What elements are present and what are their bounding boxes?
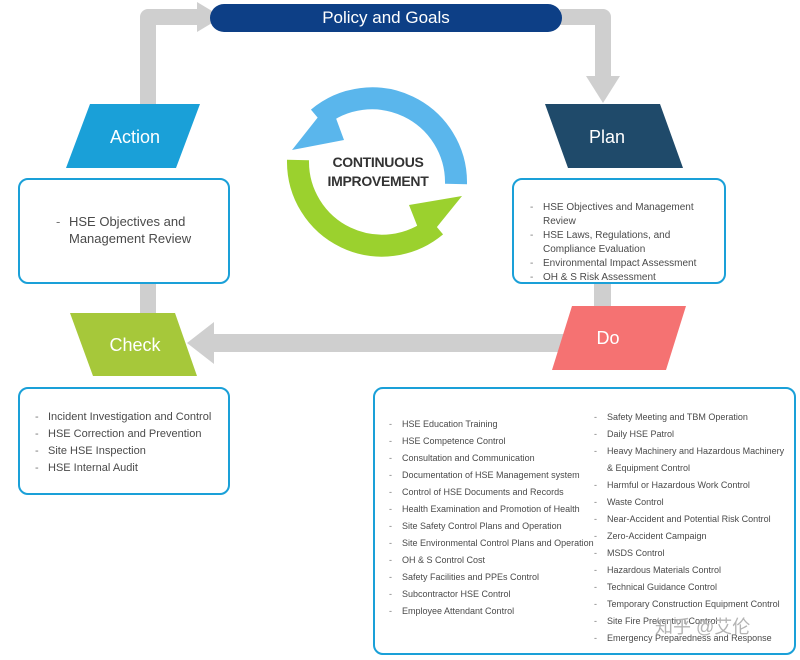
do-item: Documentation of HSE Management system bbox=[389, 467, 599, 484]
connector-action-to-policy bbox=[140, 9, 200, 104]
do-item: Consultation and Communication bbox=[389, 450, 599, 467]
do-items-right: Safety Meeting and TBM Operation Daily H… bbox=[594, 409, 786, 647]
cycle-arrowhead-blue bbox=[292, 102, 344, 150]
do-item: Health Examination and Promotion of Heal… bbox=[389, 501, 599, 518]
ci-line-1: CONTINUOUS bbox=[332, 154, 424, 170]
cycle-arrow-blue bbox=[310, 87, 468, 185]
do-item: Site Fire Prevention Control bbox=[594, 613, 786, 630]
watermark: 知乎 @艾伦 bbox=[655, 617, 751, 637]
do-item: Temporary Construction Equipment Control bbox=[594, 596, 786, 613]
plan-item: OH & S Risk Assessment bbox=[530, 271, 720, 285]
do-shape bbox=[552, 306, 686, 370]
policy-bar bbox=[210, 4, 562, 32]
do-box: HSE Education Training HSE Competence Co… bbox=[373, 387, 796, 655]
do-item: HSE Competence Control bbox=[389, 433, 599, 450]
check-item: HSE Correction and Prevention bbox=[35, 426, 230, 443]
do-item: MSDS Control bbox=[594, 545, 786, 562]
connector-check-to-action bbox=[140, 284, 156, 314]
check-item: Site HSE Inspection bbox=[35, 443, 230, 460]
cycle-icon bbox=[286, 87, 468, 257]
do-item: Safety Facilities and PPEs Control bbox=[389, 569, 599, 586]
do-item: Employee Attendant Control bbox=[389, 603, 599, 620]
check-item: HSE Internal Audit bbox=[35, 460, 230, 477]
action-box: HSE Objectives and Management Review bbox=[18, 178, 230, 284]
do-items-left: HSE Education Training HSE Competence Co… bbox=[389, 416, 599, 620]
plan-box: HSE Objectives and Management Review HSE… bbox=[512, 178, 726, 285]
connector-policy-to-plan bbox=[560, 9, 611, 78]
check-box: Incident Investigation and Control HSE C… bbox=[18, 387, 230, 495]
do-item: Hazardous Materials Control bbox=[594, 562, 786, 579]
do-item: Harmful or Hazardous Work Control bbox=[594, 477, 786, 494]
check-items: Incident Investigation and Control HSE C… bbox=[35, 409, 230, 477]
ci-line-2: IMPROVEMENT bbox=[327, 173, 429, 189]
do-item: Zero-Accident Campaign bbox=[594, 528, 786, 545]
action-items: HSE Objectives and Management Review bbox=[56, 213, 226, 247]
policy-title: Policy and Goals bbox=[322, 8, 450, 27]
do-item: Site Environmental Control Plans and Ope… bbox=[389, 535, 599, 552]
do-item: Technical Guidance Control bbox=[594, 579, 786, 596]
do-item: Near-Accident and Potential Risk Control bbox=[594, 511, 786, 528]
connector-do-to-check bbox=[210, 334, 570, 352]
action-item: HSE Objectives and Management Review bbox=[56, 213, 226, 247]
plan-item: Environmental Impact Assessment bbox=[530, 257, 720, 271]
connector-arrowhead-check bbox=[187, 322, 214, 364]
continuous-improvement-label: CONTINUOUS IMPROVEMENT bbox=[318, 153, 438, 191]
connector-arrowhead-plan bbox=[586, 76, 620, 103]
plan-item: HSE Laws, Regulations, and Compliance Ev… bbox=[530, 229, 720, 257]
plan-label: Plan bbox=[589, 127, 625, 147]
do-item: Heavy Machinery and Hazardous Machinery … bbox=[594, 443, 786, 477]
cycle-arrow-green bbox=[286, 159, 444, 257]
do-item: Emergency Preparedness and Response bbox=[594, 630, 786, 647]
check-label: Check bbox=[109, 335, 161, 355]
connector-arrowhead-policy bbox=[197, 2, 222, 32]
plan-items: HSE Objectives and Management Review HSE… bbox=[530, 201, 720, 285]
do-item: Control of HSE Documents and Records bbox=[389, 484, 599, 501]
connector-plan-to-do bbox=[594, 284, 611, 312]
plan-shape bbox=[545, 104, 683, 168]
do-item: Daily HSE Patrol bbox=[594, 426, 786, 443]
do-item: Site Safety Control Plans and Operation bbox=[389, 518, 599, 535]
check-shape bbox=[70, 313, 197, 376]
do-item: Waste Control bbox=[594, 494, 786, 511]
cycle-arrowhead-green bbox=[409, 196, 462, 243]
action-label: Action bbox=[110, 127, 160, 147]
do-item: OH & S Control Cost bbox=[389, 552, 599, 569]
plan-item: HSE Objectives and Management Review bbox=[530, 201, 720, 229]
do-label: Do bbox=[596, 328, 619, 348]
action-shape bbox=[66, 104, 200, 168]
check-item: Incident Investigation and Control bbox=[35, 409, 230, 426]
do-item: Subcontractor HSE Control bbox=[389, 586, 599, 603]
do-item: Safety Meeting and TBM Operation bbox=[594, 409, 786, 426]
do-item: HSE Education Training bbox=[389, 416, 599, 433]
